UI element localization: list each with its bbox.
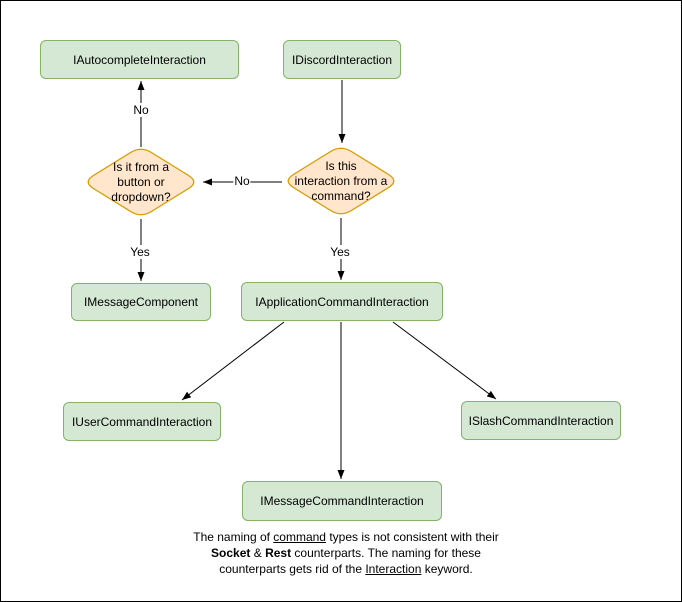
caption-underlined-text: Interaction	[365, 562, 422, 576]
node-label: IMessageCommandInteraction	[260, 494, 424, 508]
node-user-command-interaction: IUserCommandInteraction	[63, 402, 221, 441]
node-message-command-interaction: IMessageCommandInteraction	[242, 481, 442, 521]
node-label: IApplicationCommandInteraction	[255, 294, 429, 309]
caption-line-3: counterparts gets rid of the Interaction…	[152, 561, 540, 577]
node-application-command-interaction: IApplicationCommandInteraction	[241, 282, 443, 321]
node-label: IMessageComponent	[83, 295, 199, 309]
caption-text: types is not consistent with their	[325, 530, 499, 544]
decision-label-button-dropdown: Is it from a button or dropdown?	[111, 159, 171, 204]
node-message-component: IMessageComponent	[71, 283, 211, 321]
caption-text: The naming of	[193, 530, 274, 544]
edge-label-yes: Yes	[329, 245, 351, 259]
caption-text: &	[250, 546, 266, 560]
caption-text: counterparts gets rid of the	[219, 562, 366, 576]
edge-label-no: No	[132, 103, 150, 117]
node-slash-command-interaction: ISlashCommandInteraction	[461, 401, 621, 440]
edge-application-to-slash-command	[392, 321, 497, 400]
caption-text: keyword.	[421, 562, 473, 576]
node-discord-interaction: IDiscordInteraction	[283, 40, 401, 79]
decision-label-command: Is this interaction from a command?	[294, 158, 388, 203]
diagram-caption: The naming of command types is not consi…	[152, 529, 540, 577]
caption-bold-text: Socket	[211, 546, 251, 560]
caption-text: counterparts. The naming for these	[291, 546, 481, 560]
caption-line-1: The naming of command types is not consi…	[152, 529, 540, 545]
edge-label-no: No	[233, 174, 251, 188]
node-autocomplete-interaction: IAutocompleteInteraction	[40, 40, 239, 79]
node-label: ISlashCommandInteraction	[468, 413, 614, 428]
edge-label-yes: Yes	[129, 245, 151, 259]
caption-line-2: Socket & Rest counterparts. The naming f…	[152, 545, 540, 561]
node-label: IDiscordInteraction	[291, 52, 393, 67]
caption-underlined-text: command	[273, 530, 326, 544]
node-label: IAutocompleteInteraction	[73, 52, 206, 67]
node-label: IUserCommandInteraction	[71, 414, 213, 429]
edge-application-to-user-command	[181, 321, 285, 401]
caption-bold-text: Rest	[265, 546, 292, 560]
